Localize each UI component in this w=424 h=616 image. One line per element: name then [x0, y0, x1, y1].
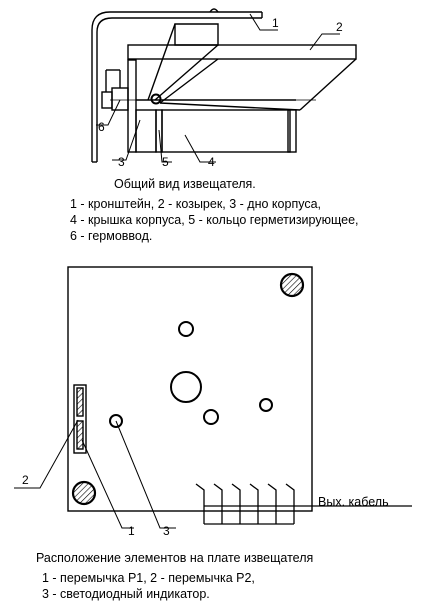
output-cable	[195, 483, 412, 525]
led-indicator	[109, 414, 123, 428]
label-1: 1	[272, 16, 279, 30]
label-2: 2	[336, 20, 343, 34]
board-label-2: 2	[22, 473, 29, 487]
label-5: 5	[162, 155, 169, 169]
jumper-p1-p2	[73, 384, 87, 454]
caption-line: 1 - кронштейн, 2 - козырек, 3 - дно корп…	[70, 197, 321, 211]
cable-gland	[101, 69, 129, 111]
general-view-caption-title: Общий вид извещателя.	[114, 177, 256, 191]
board-label-texts: 2 1 3	[22, 473, 170, 538]
mount-hole-bottom-left	[71, 480, 97, 506]
general-view-label-texts: 1 2 6 3 5 4	[98, 16, 343, 169]
board-caption-lines: 1 - перемычка Р1, 2 - перемычка Р2, 3 - …	[42, 570, 255, 602]
board-outline	[67, 266, 313, 512]
board-caption-title: Расположение элементов на плате извещате…	[36, 551, 314, 565]
caption-line: 6 - гермоввод.	[70, 229, 153, 243]
pivot-bolt	[150, 93, 162, 105]
hole-large	[170, 371, 202, 403]
board-label-1: 1	[128, 524, 135, 538]
label-3: 3	[118, 155, 125, 169]
caption-line: 1 - перемычка Р1, 2 - перемычка Р2,	[42, 571, 255, 585]
hole-right	[259, 398, 273, 412]
general-view-leaders	[96, 13, 340, 163]
bracket	[91, 8, 263, 163]
board-label-3: 3	[163, 524, 170, 538]
caption-line: 4 - крышка корпуса, 5 - кольцо герметизи…	[70, 213, 359, 227]
general-view-drawing	[91, 8, 357, 163]
caption-line: 3 - светодиодный индикатор.	[42, 587, 210, 601]
jumper-p2	[76, 387, 84, 417]
hole-middle	[203, 409, 219, 425]
cable-label: Вых. кабель	[318, 495, 389, 509]
board-leaders	[14, 419, 176, 529]
board-drawing	[67, 266, 412, 525]
general-view-caption-lines: 1 - кронштейн, 2 - козырек, 3 - дно корп…	[70, 196, 359, 244]
mount-hole-top-right	[279, 272, 305, 298]
visor	[127, 23, 357, 111]
hole-top	[178, 321, 194, 337]
label-6: 6	[98, 120, 105, 134]
jumper-p1	[76, 420, 84, 450]
label-4: 4	[208, 155, 215, 169]
